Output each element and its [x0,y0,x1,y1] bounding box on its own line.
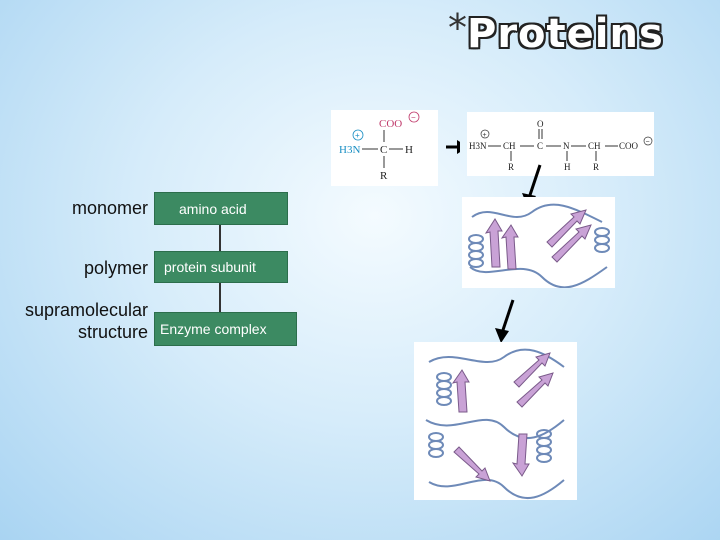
complex-strand-2 [513,352,551,388]
subunit-loop-1 [471,203,603,223]
subunit-helix-right [594,227,610,253]
pp-group-3: N [563,141,570,151]
complex-strand-3 [516,372,554,408]
pp-minus-circle [643,136,653,146]
complex-helix-3 [428,432,444,458]
complex-loop-3 [428,478,565,499]
connector-line-2 [219,282,221,312]
amino-acid-structure-svg: COO − + H3N C H R [339,111,420,182]
label-polymer-text: polymer [83,258,148,278]
enzyme-complex-ribbon-image [414,342,577,500]
arrow-down-2 [495,299,515,343]
arrow-right [446,140,460,154]
pp-r2: R [593,162,599,172]
aa-plus: + [355,131,360,140]
label-supramolecular-line1: supramolecular [24,300,148,320]
aa-minus-circle [408,111,420,123]
pp-group-2: C [537,141,543,151]
pp-group-1: CH [503,141,516,151]
subunit-strand-2 [500,224,519,270]
complex-helix-1 [436,372,452,406]
pp-plus: + [483,132,487,139]
complex-strand-5 [511,433,530,477]
complex-strand-1 [451,369,470,413]
aa-h3n: H3N [339,144,360,156]
complex-strand-4 [453,446,491,482]
subunit-strand-4 [551,224,592,263]
box-enzyme-complex: Enzyme complex [154,312,297,346]
pp-h: H [564,162,571,172]
aa-minus: − [411,113,416,122]
slide-title: *Proteins [448,4,664,64]
box-amino-acid: amino acid [154,192,288,225]
aa-c: C [380,144,387,156]
protein-subunit-ribbon-svg [468,203,610,289]
subunit-loop-2 [469,266,608,289]
enzyme-complex-ribbon-svg [425,348,565,499]
box-protein-subunit: protein subunit [154,251,288,283]
aa-h: H [405,144,413,156]
complex-helix-2 [536,429,552,463]
complex-loop-2 [425,418,565,439]
peptide-structure-svg: + O H3N CH C N CH COO − R H R [469,119,653,172]
subunit-strand-3 [546,209,587,248]
label-supramolecular: supramolecular structure [0,300,148,342]
subunit-helix-left [468,234,484,268]
connector-line-1 [219,224,221,251]
pp-plus-circle [480,129,490,139]
pp-group-4: CH [588,141,601,151]
protein-subunit-ribbon-image [462,197,615,289]
aa-coo: COO [379,118,402,130]
pp-minus: − [646,139,650,146]
label-monomer: monomer [20,198,148,218]
pp-r1: R [508,162,514,172]
box-amino-acid-text: amino acid [179,200,247,217]
peptide-structure-image: + O H3N CH C N CH COO − R H R [467,112,654,176]
box-protein-subunit-text: protein subunit [164,259,256,275]
label-monomer-text: monomer [71,198,148,218]
title-text: Proteins [467,11,664,57]
label-polymer: polymer [20,258,148,278]
subunit-strand-1 [484,218,503,268]
aa-r: R [380,170,388,182]
aa-plus-circle [352,129,364,141]
pp-o: O [537,119,544,129]
label-supramolecular-line2: structure [77,322,148,342]
pp-group-5: COO [619,141,639,151]
title-star: * [448,6,467,50]
box-enzyme-complex-text: Enzyme complex [160,321,267,337]
pp-group-0: H3N [469,141,487,151]
amino-acid-structure-image: COO − + H3N C H R [331,110,438,186]
